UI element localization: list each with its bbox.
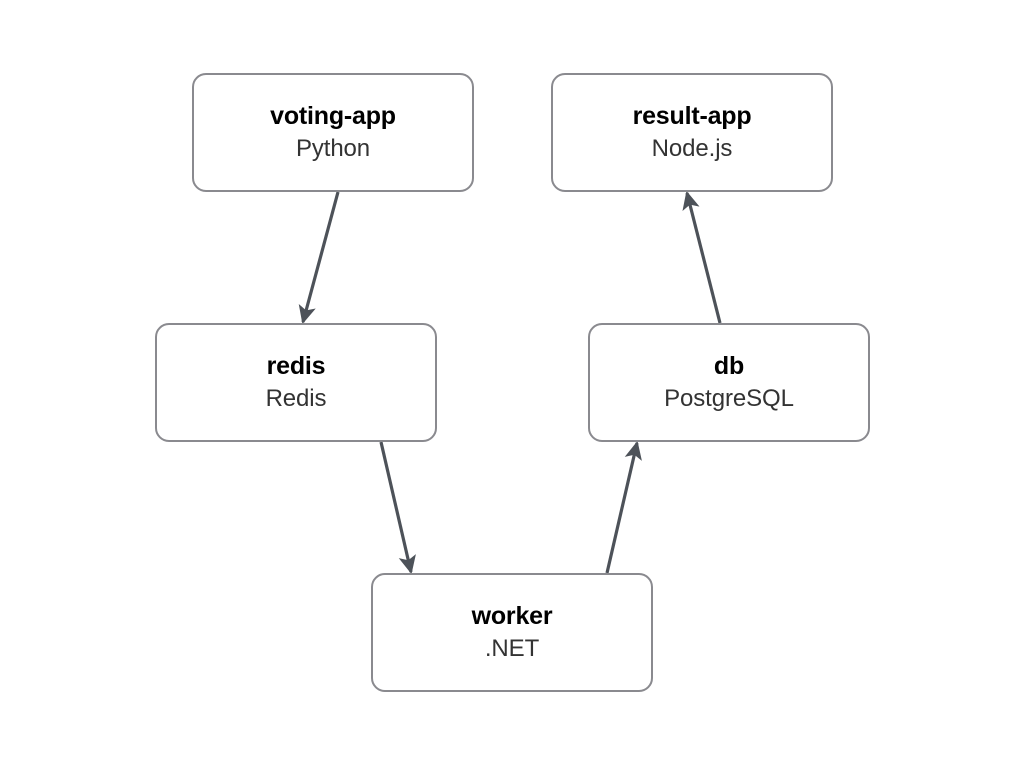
node-subtitle: Python [295,134,371,162]
node-worker[interactable]: worker .NET [371,573,653,692]
node-subtitle: .NET [484,634,540,662]
node-subtitle: PostgreSQL [664,384,794,412]
node-title: result-app [632,101,752,130]
edge-voting-app-to-redis [298,191,340,325]
edge-db-to-result-app [682,190,722,324]
edge-worker-to-db [605,440,642,574]
node-redis[interactable]: redis Redis [155,323,437,442]
edge-redis-to-worker [379,441,416,575]
node-title: voting-app [270,101,396,130]
node-subtitle: Redis [265,384,327,412]
node-title: db [713,351,745,380]
node-title: redis [266,351,326,380]
node-title: worker [471,601,553,630]
node-voting-app[interactable]: voting-app Python [192,73,474,192]
node-result-app[interactable]: result-app Node.js [551,73,833,192]
node-db[interactable]: db PostgreSQL [588,323,870,442]
node-subtitle: Node.js [651,134,733,162]
